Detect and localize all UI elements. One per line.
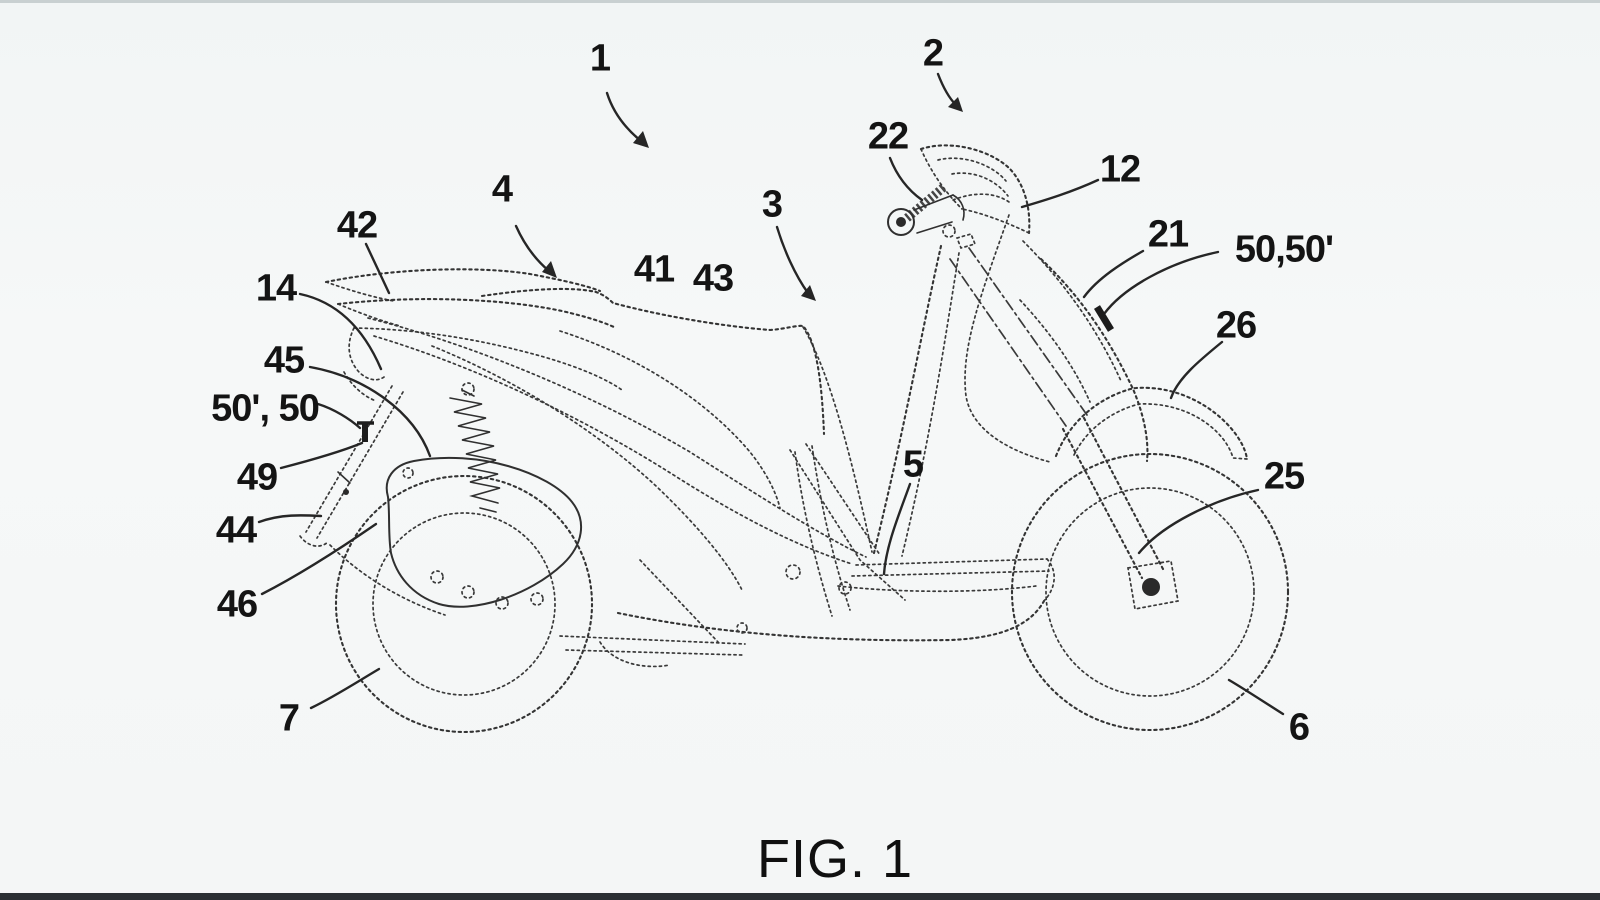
figure-caption: FIG. 1 <box>756 829 914 889</box>
front-fork <box>949 247 1165 580</box>
handlebar-stem <box>904 183 947 222</box>
front-axle-plate <box>1127 560 1179 610</box>
ref-label-45: 45 <box>264 339 305 381</box>
body-side-panels <box>367 287 873 591</box>
ref-label-22: 22 <box>868 115 908 157</box>
ref-label-2: 2 <box>923 32 943 74</box>
rear-strut <box>299 385 446 616</box>
handlebar-assembly <box>887 144 1031 250</box>
muffler-engine <box>385 443 906 656</box>
coil-spring <box>449 397 501 504</box>
windscreen <box>919 144 1031 235</box>
ref-label-49: 49 <box>237 456 277 498</box>
leader-26 <box>1169 340 1224 400</box>
ref-label-44: 44 <box>216 509 257 551</box>
muffler <box>385 456 583 608</box>
leader-3 <box>775 225 810 295</box>
leader-6 <box>1227 678 1285 716</box>
ref-label-25: 25 <box>1264 455 1305 497</box>
leader-7 <box>309 667 381 710</box>
leader-25 <box>1137 488 1260 555</box>
leader-12 <box>1020 178 1100 209</box>
ref-label-46: 46 <box>217 583 257 625</box>
leader-2 <box>936 72 958 107</box>
leader-49 <box>279 441 364 470</box>
ref-label-6: 6 <box>1289 706 1309 748</box>
arrowhead-2 <box>948 97 963 112</box>
front-hub <box>1142 578 1160 596</box>
leader-lines <box>257 72 1285 716</box>
top-edge-line <box>0 0 1600 3</box>
front-panel-edge <box>1039 257 1149 463</box>
ref-label-21: 21 <box>1148 213 1189 255</box>
leader-46 <box>260 522 378 596</box>
arrowhead-4 <box>542 261 557 278</box>
ref-label-14: 14 <box>256 267 297 309</box>
floorboard <box>599 558 1055 668</box>
front-fender <box>1054 386 1249 461</box>
leader-4 <box>514 224 551 273</box>
leader-22 <box>888 156 924 202</box>
ref-label-12: 12 <box>1100 148 1140 190</box>
ref-label-26: 26 <box>1216 304 1256 346</box>
ref-label-50-50p: 50,50' <box>1235 228 1333 270</box>
leader-50-50p <box>1102 250 1220 316</box>
leader-14 <box>298 292 383 371</box>
ref-label-42: 42 <box>337 204 377 246</box>
ref-label-3: 3 <box>762 183 782 225</box>
rear-carrier <box>324 268 623 402</box>
seat-edge <box>480 287 826 436</box>
ref-label-4: 4 <box>492 168 513 210</box>
swingarm <box>559 635 746 645</box>
front-wheel <box>1010 452 1290 732</box>
ref-label-5: 5 <box>903 443 924 485</box>
leader-42 <box>364 242 391 295</box>
handlebar-grip <box>887 208 915 236</box>
ref-label-1: 1 <box>590 37 611 79</box>
leader-21 <box>1082 249 1145 299</box>
leader-44 <box>257 514 323 524</box>
leader-5 <box>882 482 912 576</box>
rear-wheel <box>334 474 594 734</box>
shock-absorber <box>449 382 501 513</box>
brake-lever <box>952 193 1010 203</box>
leg-shield <box>872 214 1149 557</box>
arrowhead-3 <box>801 285 816 301</box>
seal-mark-right <box>1094 305 1114 332</box>
ref-label-50p-50: 50', 50 <box>211 387 319 429</box>
ref-label-43: 43 <box>693 257 733 299</box>
leader-1 <box>605 91 643 143</box>
leader-50p-50 <box>316 402 362 430</box>
leader-45 <box>308 365 432 458</box>
arrowhead-1 <box>633 131 649 148</box>
ref-label-41: 41 <box>634 248 675 290</box>
ref-label-7: 7 <box>279 697 299 739</box>
bottom-edge-bar <box>0 893 1600 900</box>
